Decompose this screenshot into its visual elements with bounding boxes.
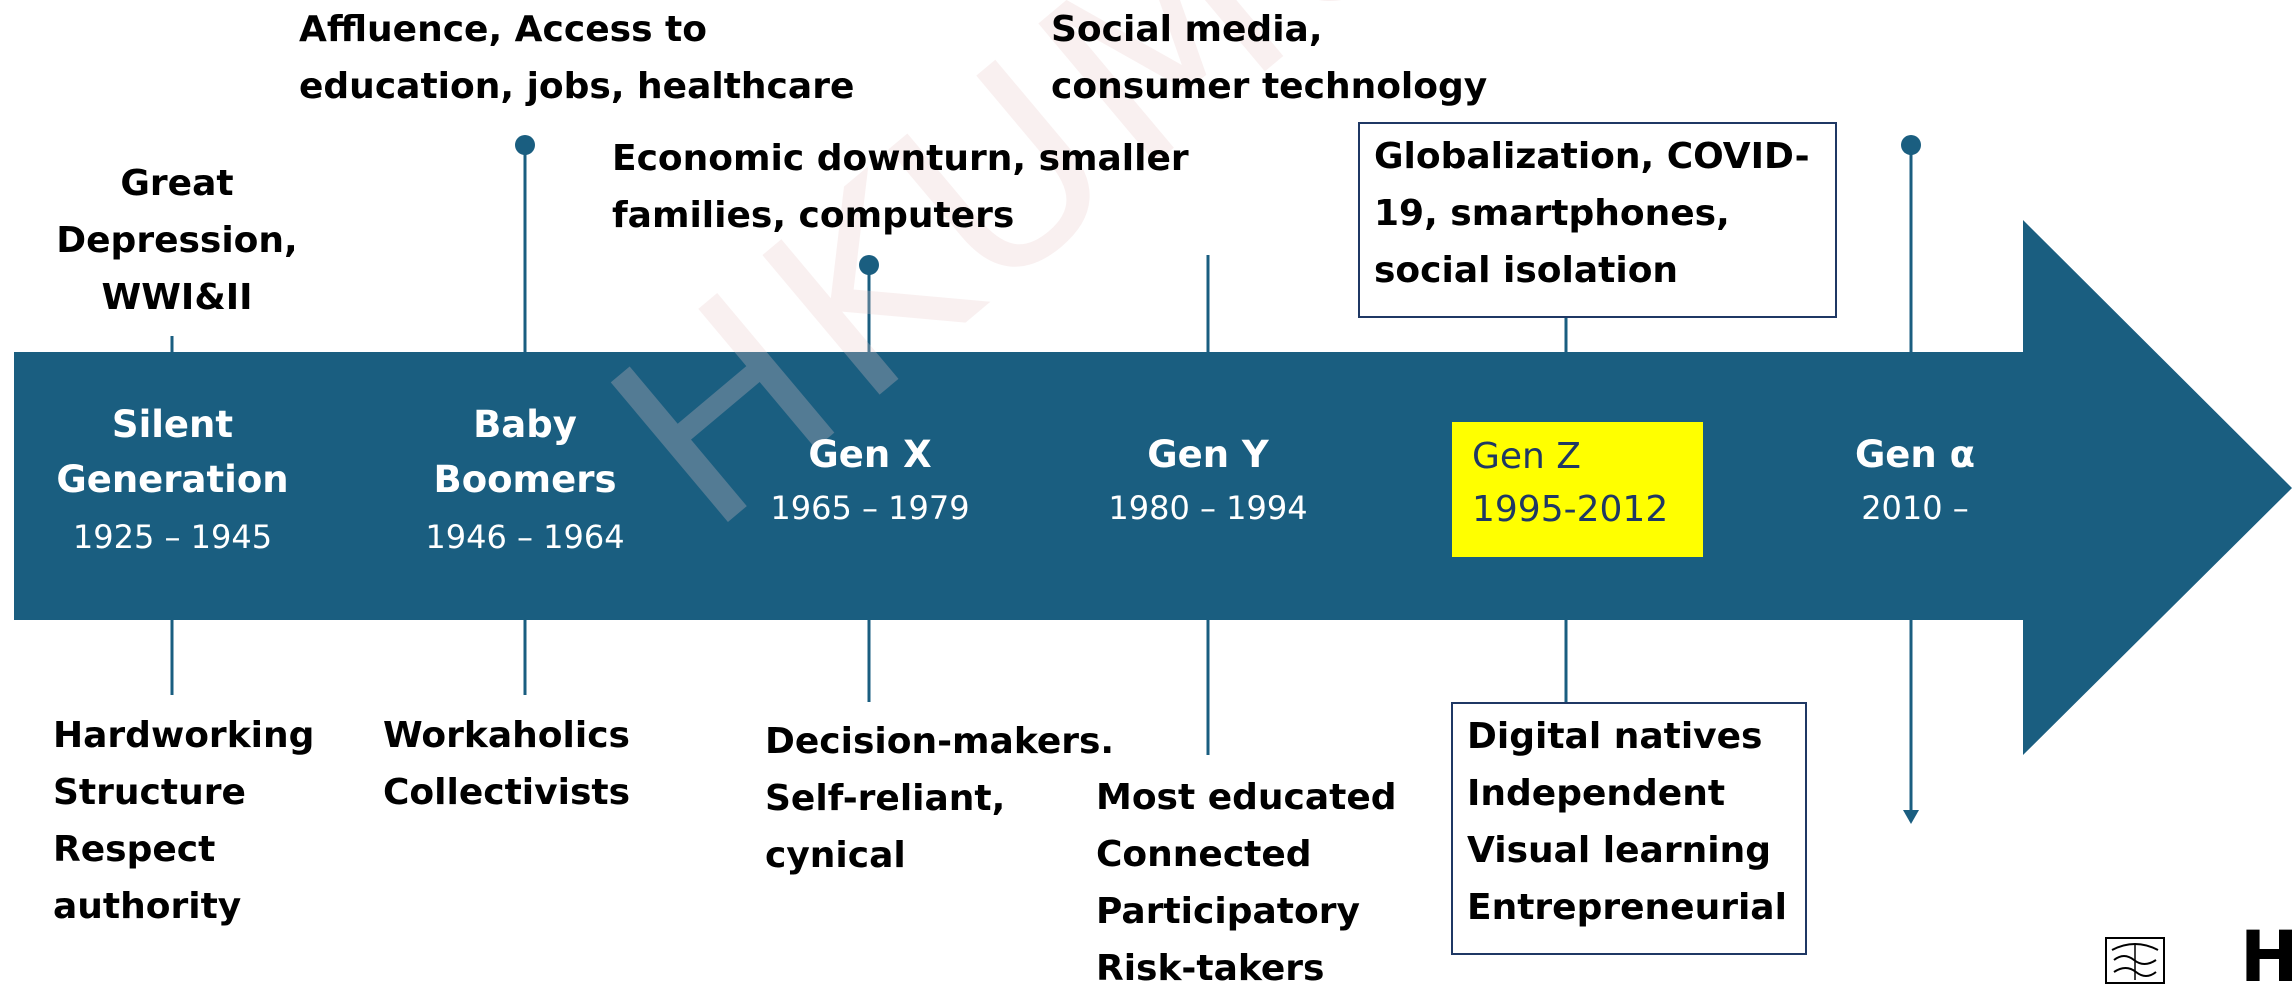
- gen-name-baby-boomers: Baby Boomers: [433, 403, 617, 501]
- connector-top-gen-x-dot: [859, 255, 879, 275]
- top-connectors: [170, 135, 1921, 352]
- timeline-arrow: [14, 220, 2292, 755]
- gen-name-gen-alpha: Gen α: [1854, 433, 1976, 476]
- gen-name-gen-z: Gen Z: [1472, 436, 1581, 477]
- influence-baby-boomers: Affluence, Access to education, jobs, he…: [299, 9, 855, 107]
- gen-name-gen-x: Gen X: [808, 433, 932, 476]
- traits-baby-boomers: Workaholics Collectivists: [383, 715, 631, 813]
- bottom-connectors: [170, 620, 1919, 824]
- university-crest-icon: [2105, 937, 2165, 984]
- gen-years-gen-y: 1980 – 1994: [1108, 489, 1308, 527]
- connector-bottom-gen-alpha-arrowhead: [1903, 810, 1919, 824]
- influence-gen-x: Economic downturn, smaller families, com…: [612, 138, 1189, 236]
- logo-letter: H: [2240, 916, 2292, 998]
- gen-years-silent-generation: 1925 – 1945: [72, 518, 273, 556]
- traits-gen-y: Most educated Connected Participatory Ri…: [1096, 777, 1397, 989]
- gen-name-gen-y: Gen Y: [1147, 433, 1269, 476]
- traits-gen-z-box: Digital natives Independent Visual learn…: [1451, 702, 1807, 955]
- gen-name-silent-generation: Silent Generation: [56, 403, 289, 501]
- influence-gen-z-box: Globalization, COVID- 19, smartphones, s…: [1358, 122, 1837, 318]
- gen-years-gen-alpha: 2010 –: [1861, 489, 1969, 527]
- gen-years-baby-boomers: 1946 – 1964: [425, 518, 625, 556]
- connector-top-boomers-dot: [515, 135, 535, 155]
- gen-z-highlight: Gen Z 1995-2012: [1452, 422, 1703, 557]
- traits-gen-x: Decision-makers. Self-reliant, cynical: [765, 721, 1115, 876]
- gen-years-gen-z: 1995-2012: [1472, 489, 1669, 530]
- influence-gen-y: Social media, consumer technology: [1051, 9, 1488, 107]
- influence-silent-generation: Great Depression, WWI&II: [56, 163, 298, 318]
- traits-silent-generation: Hardworking Structure Respect authority: [53, 715, 315, 927]
- connector-top-gen-alpha-dot: [1901, 135, 1921, 155]
- gen-years-gen-x: 1965 – 1979: [770, 489, 970, 527]
